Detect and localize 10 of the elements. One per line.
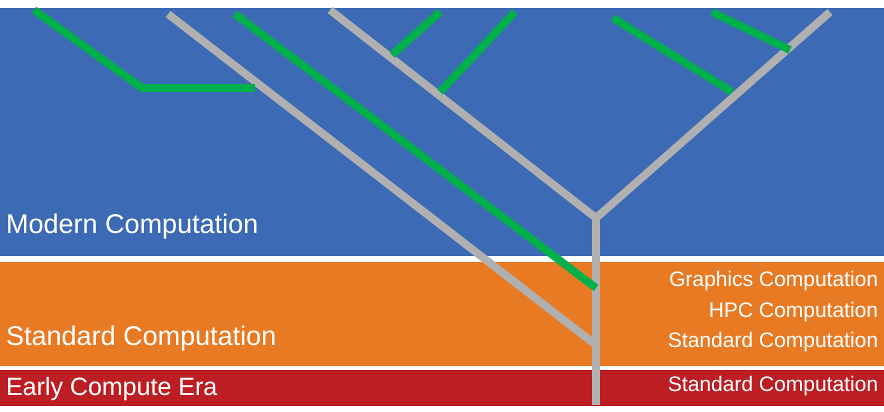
era-band	[0, 262, 884, 366]
era-band	[0, 8, 884, 256]
era-band	[0, 370, 884, 406]
computation-label: Standard Computation	[668, 372, 878, 398]
computation-label: Graphics Computation	[669, 267, 878, 292]
era-label: Standard Computation	[6, 321, 276, 352]
era-label: Early Compute Era	[6, 373, 218, 402]
computation-label: Standard Computation	[668, 328, 878, 354]
era-label: Modern Computation	[6, 209, 258, 240]
computation-label: HPC Computation	[708, 298, 878, 324]
